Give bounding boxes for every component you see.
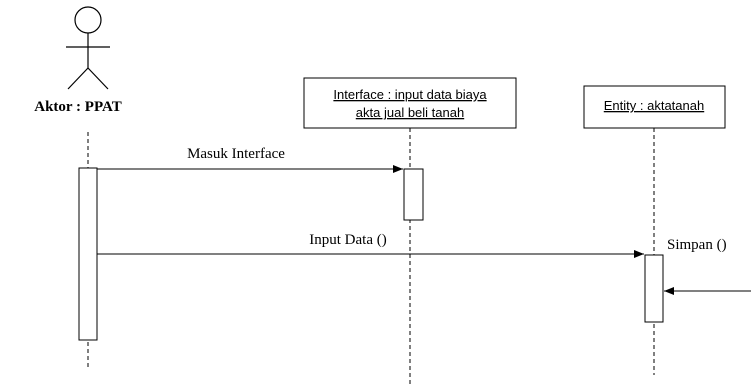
interface-activation-bar: [403, 168, 424, 221]
message-label: Simpan (): [667, 237, 727, 253]
object-interface: Interface : input data biaya akta jual b…: [303, 77, 517, 129]
message-simpan: Simpan (): [664, 237, 751, 295]
object-interface-box: [303, 77, 517, 129]
stick-figure-icon: [66, 6, 110, 90]
message-masuk-interface: Masuk Interface: [97, 146, 403, 173]
object-interface-title-line2: akta jual beli tanah: [356, 105, 464, 120]
message-label: Masuk Interface: [187, 146, 285, 162]
actor-label: Aktor : PPAT: [34, 99, 122, 115]
object-entity-title: Entity : aktatanah: [604, 98, 704, 113]
object-entity-box: [583, 85, 726, 129]
actor-activation-bar: [78, 167, 98, 341]
message-input-data: Input Data (): [97, 232, 644, 258]
object-interface-title-line1: Interface : input data biaya: [333, 87, 487, 102]
object-entity: Entity : aktatanah: [583, 85, 726, 129]
entity-activation-bar: [644, 254, 664, 323]
actor-ppat: Aktor : PPAT: [34, 6, 122, 115]
message-label: Input Data (): [309, 232, 386, 248]
